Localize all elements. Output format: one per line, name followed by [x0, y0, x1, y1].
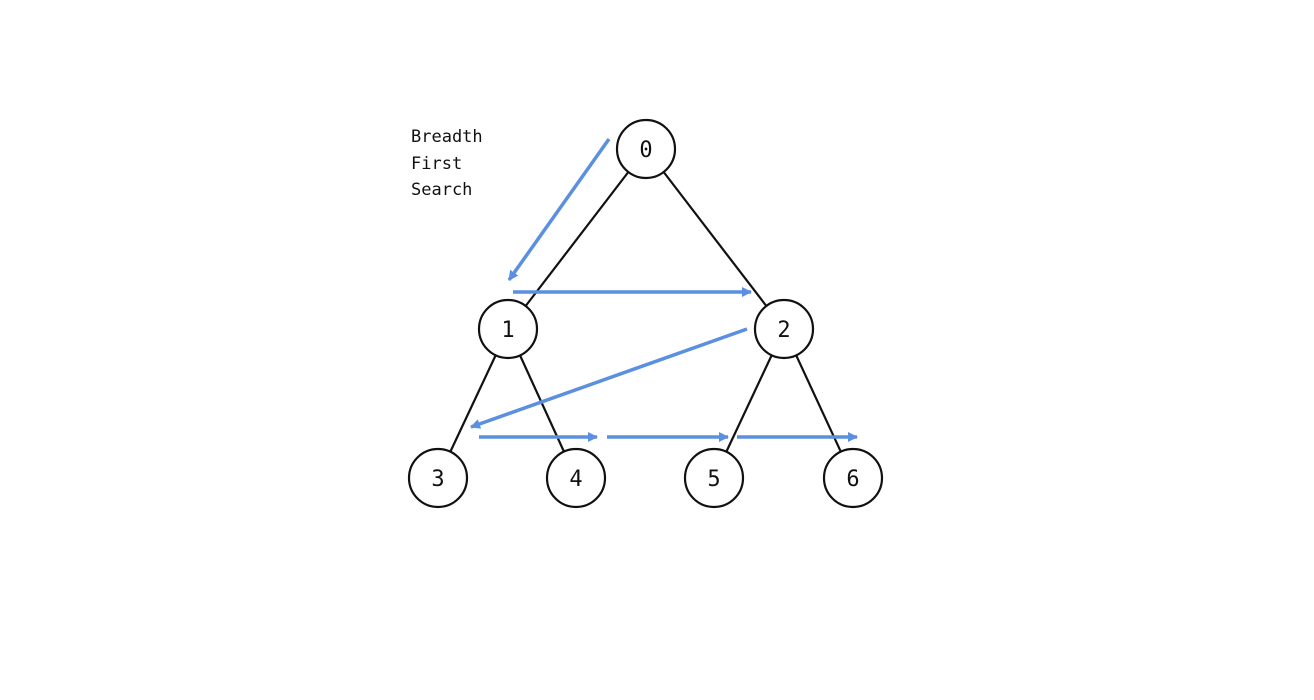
node-circle-2 — [753, 298, 815, 360]
edge-1-3 — [449, 354, 497, 453]
title-line-3: Search — [411, 180, 472, 200]
traversal-arrows — [470, 137, 858, 442]
node-circle-6 — [822, 447, 884, 509]
edge-2-5 — [725, 354, 773, 453]
node-label-4: 4 — [569, 467, 582, 492]
title-line-2: First — [411, 154, 462, 174]
node-5: 5 — [683, 447, 745, 509]
edge-0-2 — [662, 171, 768, 307]
node-1: 1 — [477, 298, 539, 360]
tree-edges — [449, 171, 842, 453]
node-3: 3 — [407, 447, 469, 509]
node-circle-0 — [615, 118, 677, 180]
title-line-1: Breadth — [411, 127, 483, 147]
node-label-0: 0 — [639, 138, 652, 163]
node-6: 6 — [822, 447, 884, 509]
node-label-1: 1 — [501, 318, 514, 343]
node-4: 4 — [545, 447, 607, 509]
node-circle-5 — [683, 447, 745, 509]
node-label-3: 3 — [431, 467, 444, 492]
tree-nodes: 0 1 2 3 4 5 6 — [407, 118, 884, 509]
arrow-2-to-3 — [470, 327, 748, 429]
node-circle-3 — [407, 447, 469, 509]
node-circle-4 — [545, 447, 607, 509]
node-circle-1 — [477, 298, 539, 360]
node-label-2: 2 — [777, 318, 790, 343]
node-label-6: 6 — [846, 467, 859, 492]
arrow-0-to-1 — [507, 137, 611, 282]
node-0: 0 — [615, 118, 677, 180]
node-2: 2 — [753, 298, 815, 360]
edge-0-1 — [524, 171, 630, 307]
node-label-5: 5 — [707, 467, 720, 492]
